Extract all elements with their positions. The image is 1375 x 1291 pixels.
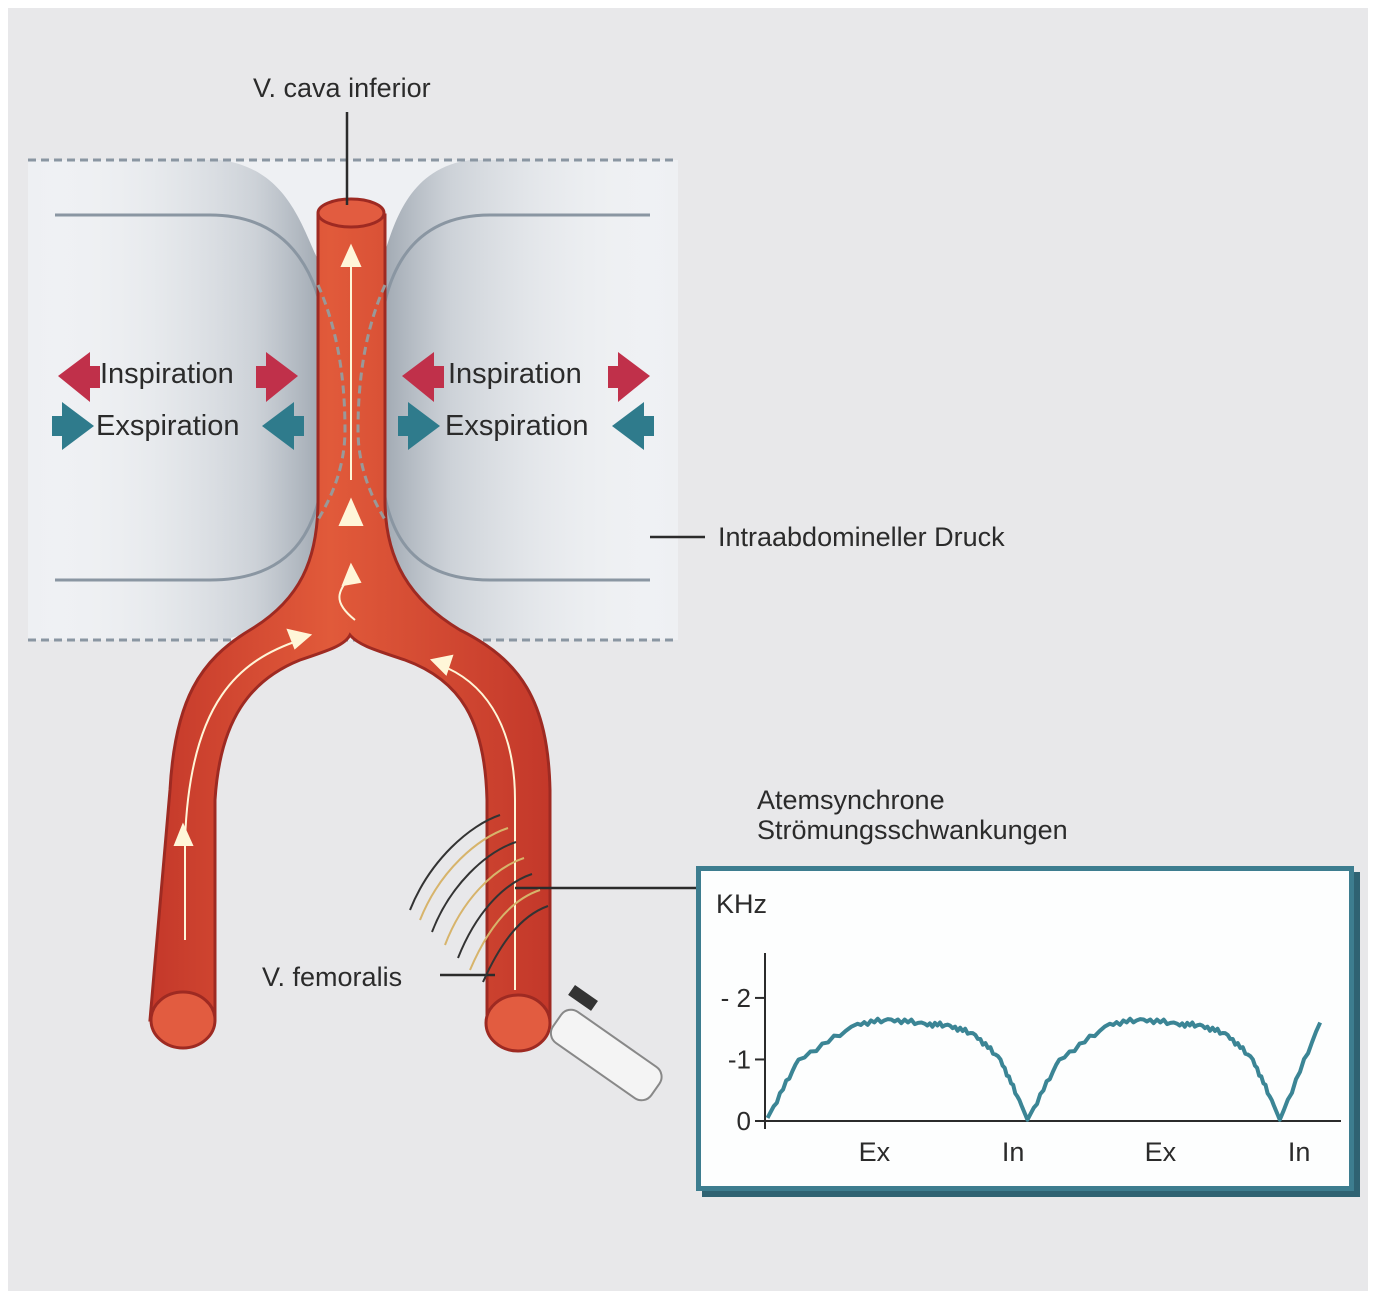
y-tick-label: 0 <box>737 1106 751 1136</box>
x-tick-label: In <box>1288 1137 1311 1167</box>
left-expiration-label: Exspiration <box>96 410 239 443</box>
right-expiration-label: Exspiration <box>445 410 588 443</box>
x-tick-label: Ex <box>859 1137 891 1167</box>
x-tick-label: In <box>1002 1137 1025 1167</box>
femoral-label: V. femoralis <box>262 962 402 993</box>
chart-title-line1: Atemsynchrone <box>757 785 945 816</box>
y-tick-label: -1 <box>728 1044 751 1074</box>
pressure-label: Intraabdomineller Druck <box>718 522 1005 553</box>
left-inspiration-label: Inspiration <box>100 358 234 391</box>
doppler-chart: - 2 -1 0Ex In Ex In <box>701 871 1349 1186</box>
right-inspiration-label: Inspiration <box>448 358 582 391</box>
flow-velocity-series <box>768 1019 1321 1120</box>
y-tick-label: - 2 <box>721 983 751 1013</box>
chart-title-line2: Strömungsschwankungen <box>757 815 1068 846</box>
vena-cava-label: V. cava inferior <box>253 73 431 104</box>
x-tick-label: Ex <box>1145 1137 1177 1167</box>
